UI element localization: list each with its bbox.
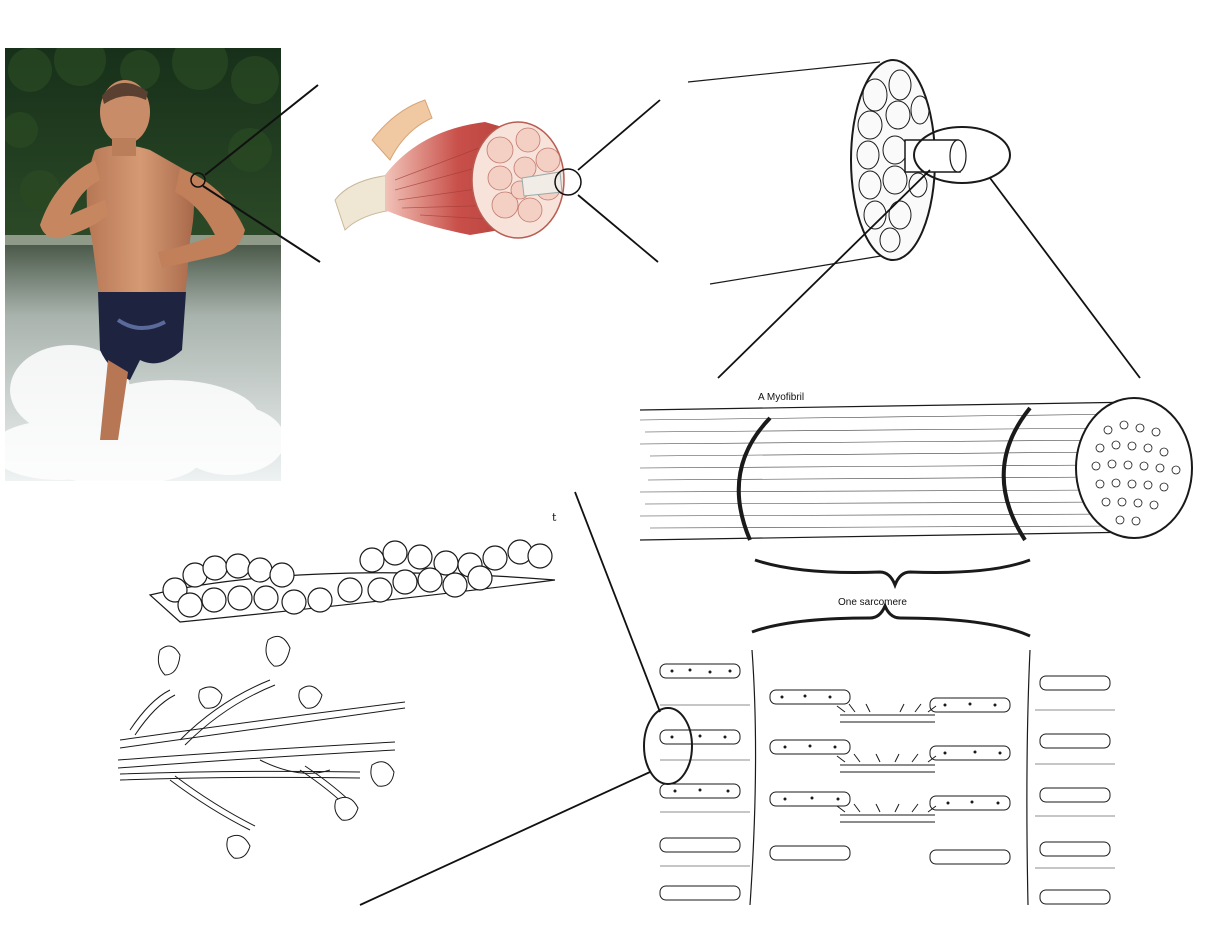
myofibril-cylinder bbox=[640, 398, 1192, 585]
myofibril-label: A Myofibril bbox=[758, 392, 804, 403]
actin-filament bbox=[150, 540, 555, 622]
myosin-filaments bbox=[118, 636, 405, 858]
sarcomere-detail bbox=[644, 606, 1115, 905]
muscle-connectors bbox=[578, 100, 660, 262]
muscle-cross-section bbox=[335, 100, 581, 238]
sarcomere-marker-icon bbox=[644, 708, 692, 784]
one-sarcomere-label: One sarcomere bbox=[838, 597, 907, 608]
runner-photo bbox=[0, 34, 285, 485]
fragment-t-label: t bbox=[552, 511, 556, 524]
